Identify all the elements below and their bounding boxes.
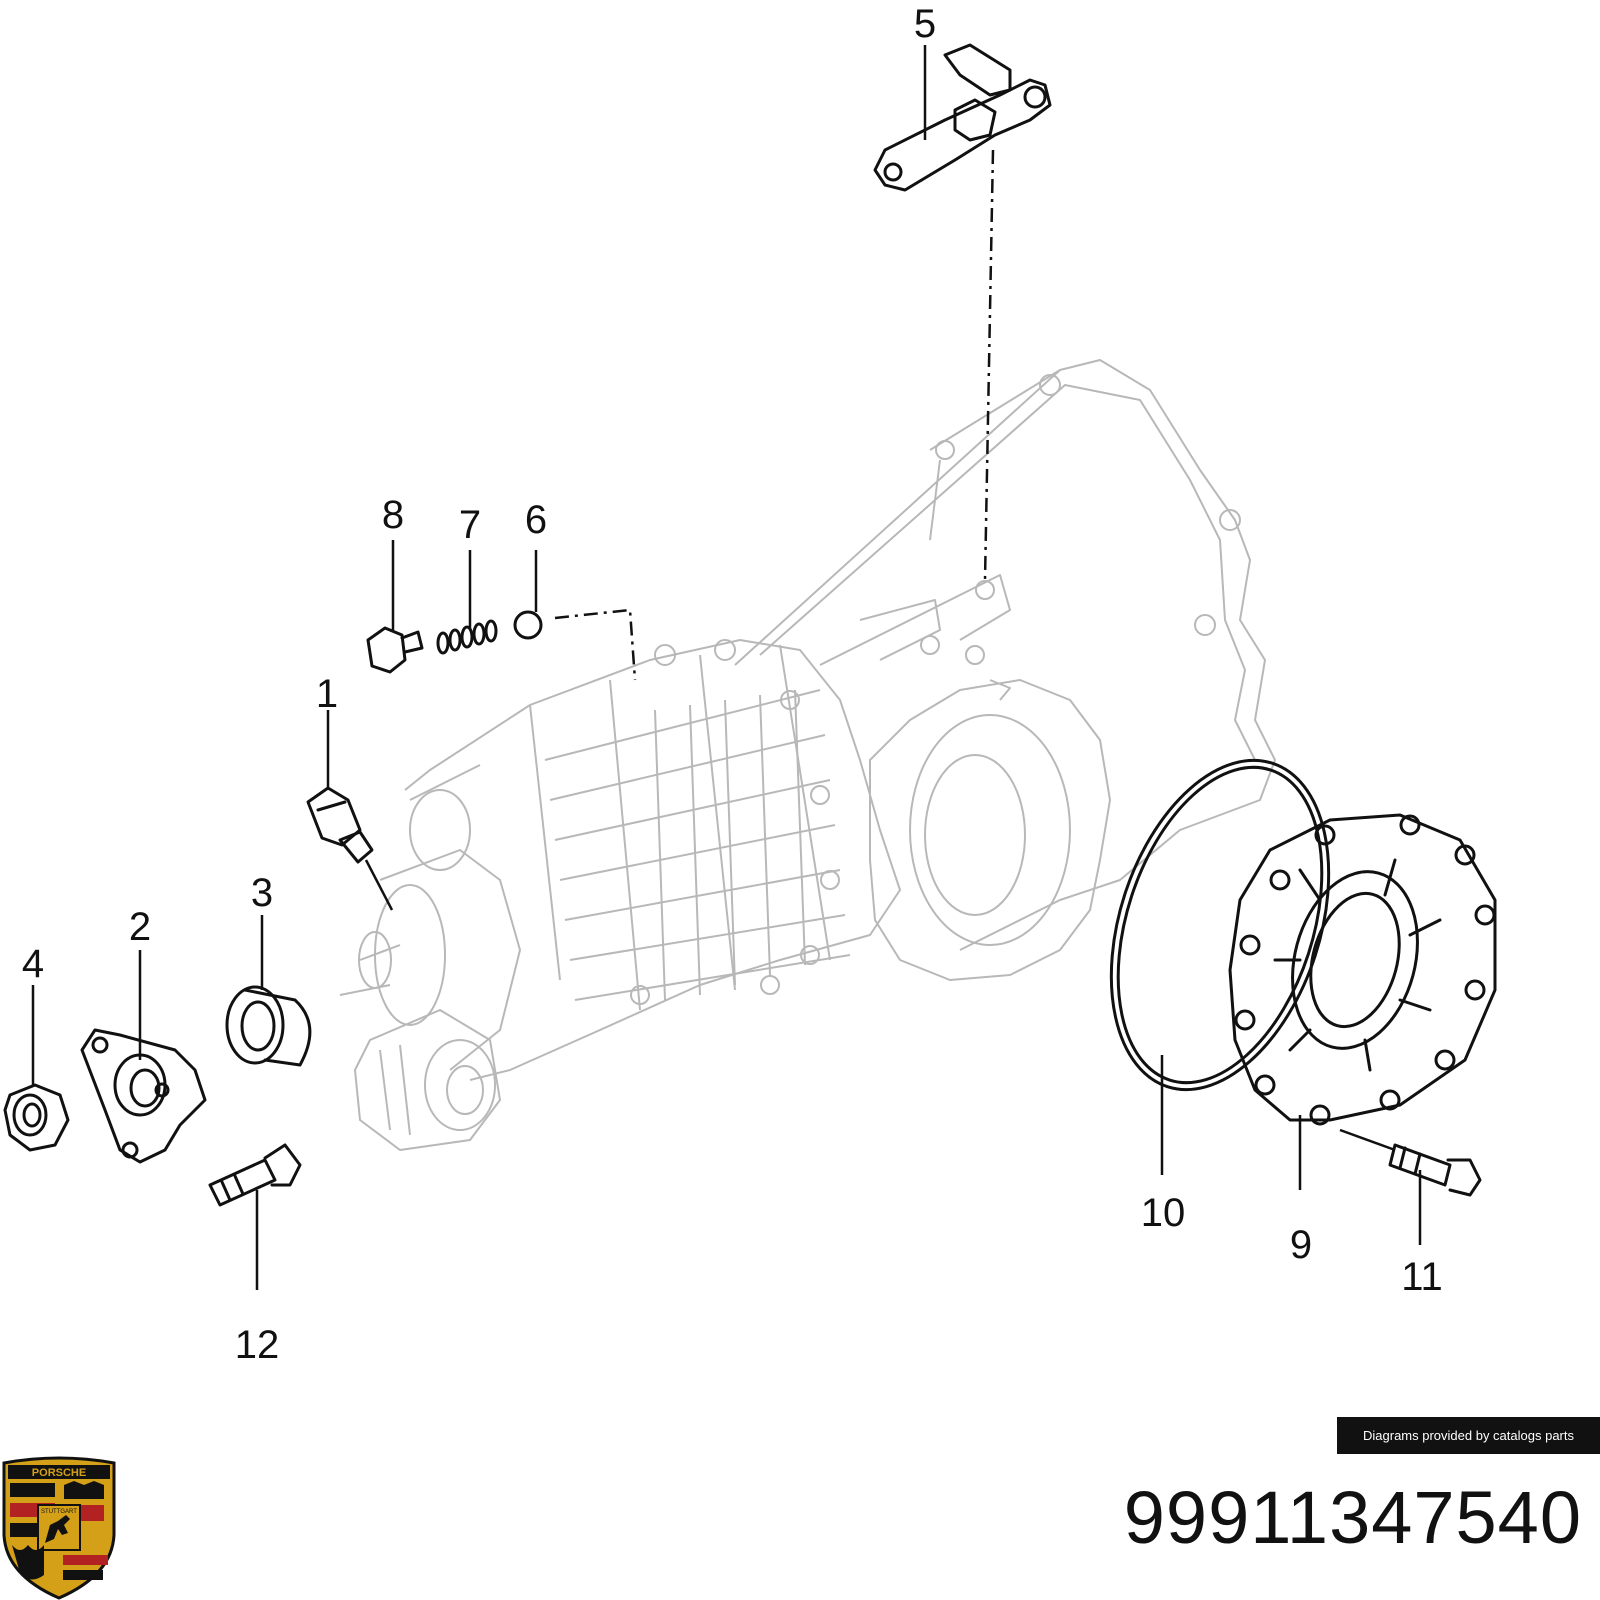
callout-7: 7 — [459, 503, 481, 547]
callout-9: 9 — [1290, 1223, 1312, 1267]
part-2-flange — [80, 1028, 207, 1164]
callout-3: 3 — [251, 871, 273, 915]
callout-1: 1 — [316, 672, 338, 716]
credit-banner: Diagrams provided by catalogs parts — [1337, 1417, 1600, 1454]
dash-line-5 — [983, 149, 995, 581]
dash-line-6 — [554, 608, 637, 681]
callout-8: 8 — [382, 493, 404, 537]
callout-10: 10 — [1141, 1191, 1186, 1235]
part-4-nut — [3, 1083, 70, 1152]
part-8-plug — [366, 626, 424, 674]
part-6-ball — [513, 610, 543, 640]
part-10-oring — [1109, 758, 1331, 1092]
callout-12: 12 — [235, 1323, 280, 1367]
part-1-switch — [306, 786, 374, 864]
leader-lines — [31, 45, 1422, 1290]
callout-2: 2 — [129, 905, 151, 949]
part-9-cover — [1228, 813, 1497, 1126]
callout-6: 6 — [525, 498, 547, 542]
part-3-seal — [225, 985, 312, 1067]
part-5-sensor-bracket — [873, 43, 1052, 192]
part-12-bolt — [208, 1143, 302, 1207]
callout-labels: 1 2 3 4 5 6 7 8 9 10 11 12 — [22, 2, 1443, 1367]
part-11-bolt — [1388, 1143, 1482, 1197]
part-7-spring — [436, 619, 498, 655]
part-number: 99911347540 — [1123, 1476, 1582, 1559]
callout-5: 5 — [914, 2, 936, 46]
porsche-crest-icon: PORSCHE STUTTGART — [2, 1456, 116, 1600]
callout-4: 4 — [22, 942, 44, 986]
callout-11: 11 — [1401, 1255, 1443, 1299]
svg-text:STUTTGART: STUTTGART — [41, 1509, 77, 1515]
svg-text:PORSCHE: PORSCHE — [32, 1467, 86, 1479]
leader-11-dash — [1339, 1128, 1396, 1152]
leader-1-to-case — [364, 859, 394, 911]
transmission-housing — [339, 359, 1276, 1151]
